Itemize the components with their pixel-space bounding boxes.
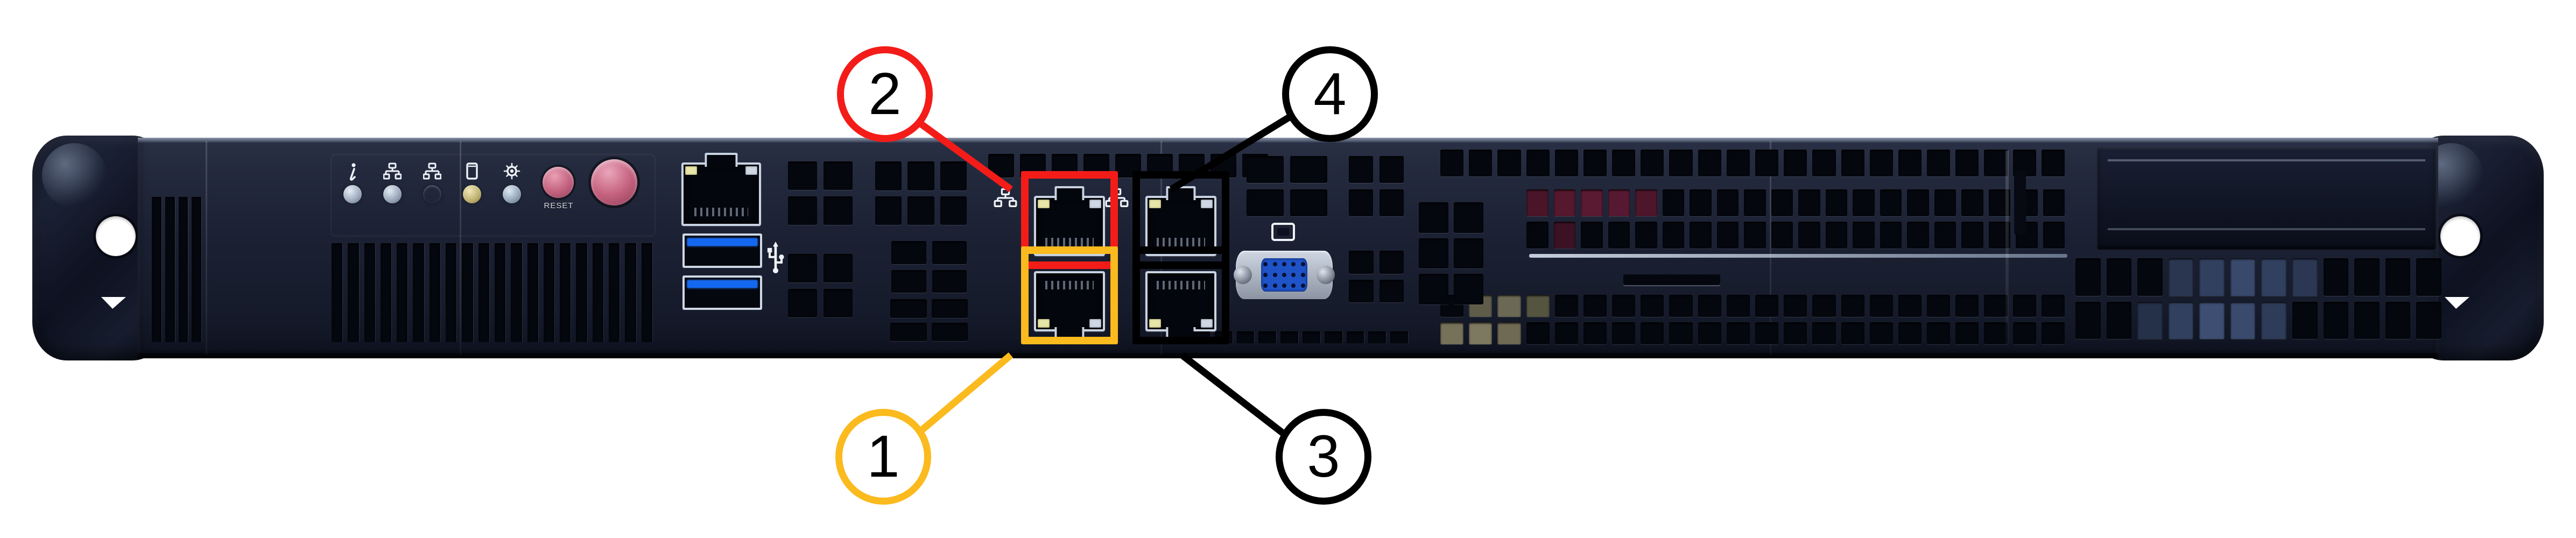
lan-port-4-pins xyxy=(1157,238,1205,246)
vent-mesh-r3 xyxy=(1440,295,2065,344)
chassis-seam-d xyxy=(1770,141,1771,355)
nic1-led xyxy=(383,185,402,203)
ipmi-lan-led-left xyxy=(685,166,697,175)
vent-grid-c xyxy=(875,161,967,225)
lan-port-1-led-right xyxy=(1089,319,1101,328)
vga-port[interactable] xyxy=(1234,251,1335,299)
vent-mesh-r1 xyxy=(1440,150,2065,176)
leader-line-1 xyxy=(912,352,1013,438)
chassis-label-slot xyxy=(1623,274,1720,285)
ipmi-lan-port[interactable] xyxy=(681,153,761,226)
reset-button[interactable] xyxy=(543,167,574,198)
power-led xyxy=(503,185,521,203)
server-chassis: RESET xyxy=(32,136,2544,360)
usb3-port-top-insert xyxy=(687,238,757,246)
control-panel-icon-row xyxy=(343,159,521,182)
lan-port-3-tab xyxy=(1166,327,1196,341)
rack-mount-hole-right xyxy=(2440,216,2480,256)
vent-slots-far-left xyxy=(152,197,201,342)
lan-port-3-led-left xyxy=(1149,319,1161,328)
right-blank-cover xyxy=(2097,147,2436,250)
right-slot-notch xyxy=(2014,170,2026,235)
vga-dsub-insert xyxy=(1261,258,1308,292)
ipmi-lan-led-right xyxy=(745,166,757,175)
power-button[interactable] xyxy=(591,159,637,206)
right-section-seam xyxy=(2005,151,2009,344)
vent-grid-h xyxy=(1349,251,1404,302)
vga-screw-left xyxy=(1234,266,1252,284)
callout-1[interactable]: 1 xyxy=(835,409,931,505)
chassis-top-edge xyxy=(138,138,2438,143)
callout-1-number: 1 xyxy=(867,423,900,490)
chassis-seam-a xyxy=(206,141,207,355)
nic1-activity-led-icon xyxy=(383,161,402,182)
lan-port-2-led-right xyxy=(1089,200,1101,208)
rack-mount-hole-left xyxy=(96,216,136,256)
lan-left-pair-icon xyxy=(994,188,1017,209)
lan-port-3-pins xyxy=(1157,281,1205,289)
lan-port-4[interactable] xyxy=(1145,186,1216,256)
usb3-port-bottom[interactable] xyxy=(682,275,762,310)
usb3-port-bottom-insert xyxy=(687,280,757,288)
callout-4-number: 4 xyxy=(1313,61,1347,127)
lan-port-2-led-left xyxy=(1038,200,1050,208)
ipmi-lan-port-tab xyxy=(705,153,738,167)
lan-port-2-pins xyxy=(1045,238,1094,246)
callout-3-number: 3 xyxy=(1307,423,1340,490)
lan-port-4-led-right xyxy=(1201,200,1213,208)
ipmi-lan-pins xyxy=(694,208,749,216)
callout-4[interactable]: 4 xyxy=(1282,46,1378,142)
lan-port-1[interactable] xyxy=(1034,271,1105,341)
usb-icon xyxy=(766,239,785,273)
rack-ear-notch-right xyxy=(2445,297,2469,309)
right-cover-line-top xyxy=(2108,159,2425,161)
reset-button-label: RESET xyxy=(544,201,574,210)
lan-port-1-tab xyxy=(1054,327,1085,341)
leader-line-3 xyxy=(1180,352,1289,439)
vent-grid-e xyxy=(890,299,968,341)
lan-port-4-tab xyxy=(1166,186,1196,200)
chassis-bottom-edge xyxy=(138,353,2438,358)
vent-slots-control-panel xyxy=(332,243,652,342)
lan-port-1-led-left xyxy=(1038,319,1050,328)
chassis-seam-b xyxy=(460,141,461,355)
lan-port-3[interactable] xyxy=(1145,271,1216,341)
vent-mesh-r4 xyxy=(2075,258,2441,339)
lan-port-3-led-right xyxy=(1201,319,1213,328)
nic2-led xyxy=(423,185,441,203)
vent-grid-b xyxy=(788,254,853,317)
nic2-activity-led-icon xyxy=(423,161,441,182)
vent-mesh-r2 xyxy=(1526,189,2065,249)
lan-right-pair-icon xyxy=(1105,188,1129,209)
lan-port-2[interactable] xyxy=(1034,186,1105,256)
vent-grid-i xyxy=(1419,202,1483,305)
vent-grid-top-io xyxy=(988,154,1268,178)
control-panel: RESET xyxy=(330,154,656,237)
usb3-port-top[interactable] xyxy=(682,233,762,268)
vga-screw-right xyxy=(1317,266,1335,284)
control-panel-led-row xyxy=(343,185,521,203)
lan-port-1-pins xyxy=(1045,281,1094,289)
power-led-icon xyxy=(503,161,521,182)
chassis-highlight-line-1 xyxy=(1529,254,2067,258)
vent-slots-io-bottom xyxy=(1193,331,1408,343)
right-cover-line-bottom xyxy=(2108,228,2425,230)
lan-port-2-tab xyxy=(1054,186,1085,200)
vent-grid-f xyxy=(1247,156,1327,216)
information-led-icon xyxy=(343,161,362,182)
callout-3[interactable]: 3 xyxy=(1276,409,1371,505)
hdd-led xyxy=(463,185,481,203)
monitor-icon xyxy=(1271,223,1295,241)
chassis-body: RESET xyxy=(138,138,2441,358)
vent-grid-d xyxy=(891,241,967,293)
vent-grid-g xyxy=(1349,156,1404,216)
vent-grid-a xyxy=(788,161,853,225)
hdd-activity-led-icon xyxy=(463,161,481,182)
callout-2[interactable]: 2 xyxy=(837,46,933,142)
ear-highlight-left xyxy=(42,143,107,208)
information-led xyxy=(343,185,362,203)
callout-2-number: 2 xyxy=(868,61,902,127)
lan-port-4-led-left xyxy=(1149,200,1161,208)
rack-ear-notch-left xyxy=(101,297,126,309)
